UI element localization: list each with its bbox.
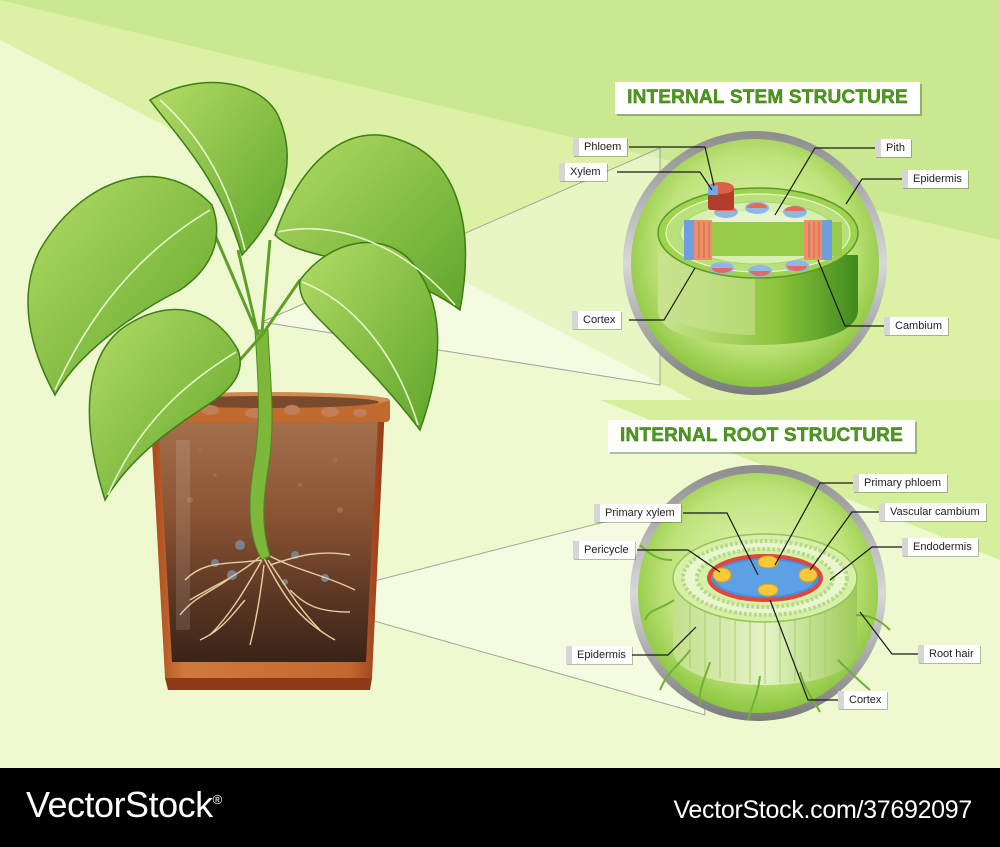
label-endodermis: Endodermis: [902, 538, 978, 556]
plant-stem: [249, 329, 273, 561]
label-stem-epidermis: Epidermis: [902, 170, 968, 188]
label-vascular-cambium: Vascular cambium: [879, 503, 986, 521]
label-phloem: Phloem: [573, 138, 628, 156]
stem-section-title: INTERNAL STEM STRUCTURE: [627, 87, 908, 108]
label-primary-phloem: Primary phloem: [853, 474, 948, 492]
footer-url: VectorStock.com/37692097: [673, 796, 972, 824]
registered-mark: ®: [212, 792, 223, 807]
label-pericycle: Pericycle: [573, 541, 635, 559]
stem-title-box: INTERNAL STEM STRUCTURE: [615, 82, 920, 114]
root-lens: [630, 465, 891, 721]
plant-roots: [179, 552, 356, 646]
root-title-box: INTERNAL ROOT STRUCTURE: [608, 420, 915, 452]
label-stem-cortex: Cortex: [572, 311, 622, 329]
label-xylem: Xylem: [559, 163, 607, 181]
stem-lens: [623, 131, 887, 395]
leaf-petioles: [213, 234, 302, 361]
stem-leader-lines: [617, 146, 902, 327]
label-cambium: Cambium: [884, 317, 949, 335]
label-root-cortex: Cortex: [838, 691, 888, 709]
plant-leaves: [27, 81, 467, 502]
label-root-hair: Root hair: [918, 645, 980, 663]
leaf-veins: [54, 99, 456, 496]
root-section-title: INTERNAL ROOT STRUCTURE: [620, 425, 903, 446]
label-primary-xylem: Primary xylem: [594, 504, 681, 522]
footer-logo: VectorStock®: [26, 784, 222, 826]
footer-logo-text: VectorStock: [26, 784, 213, 825]
root-leader-lines: [630, 482, 918, 701]
footer-bar: [0, 768, 1000, 847]
label-root-epidermis: Epidermis: [566, 646, 632, 664]
label-pith: Pith: [875, 139, 911, 157]
